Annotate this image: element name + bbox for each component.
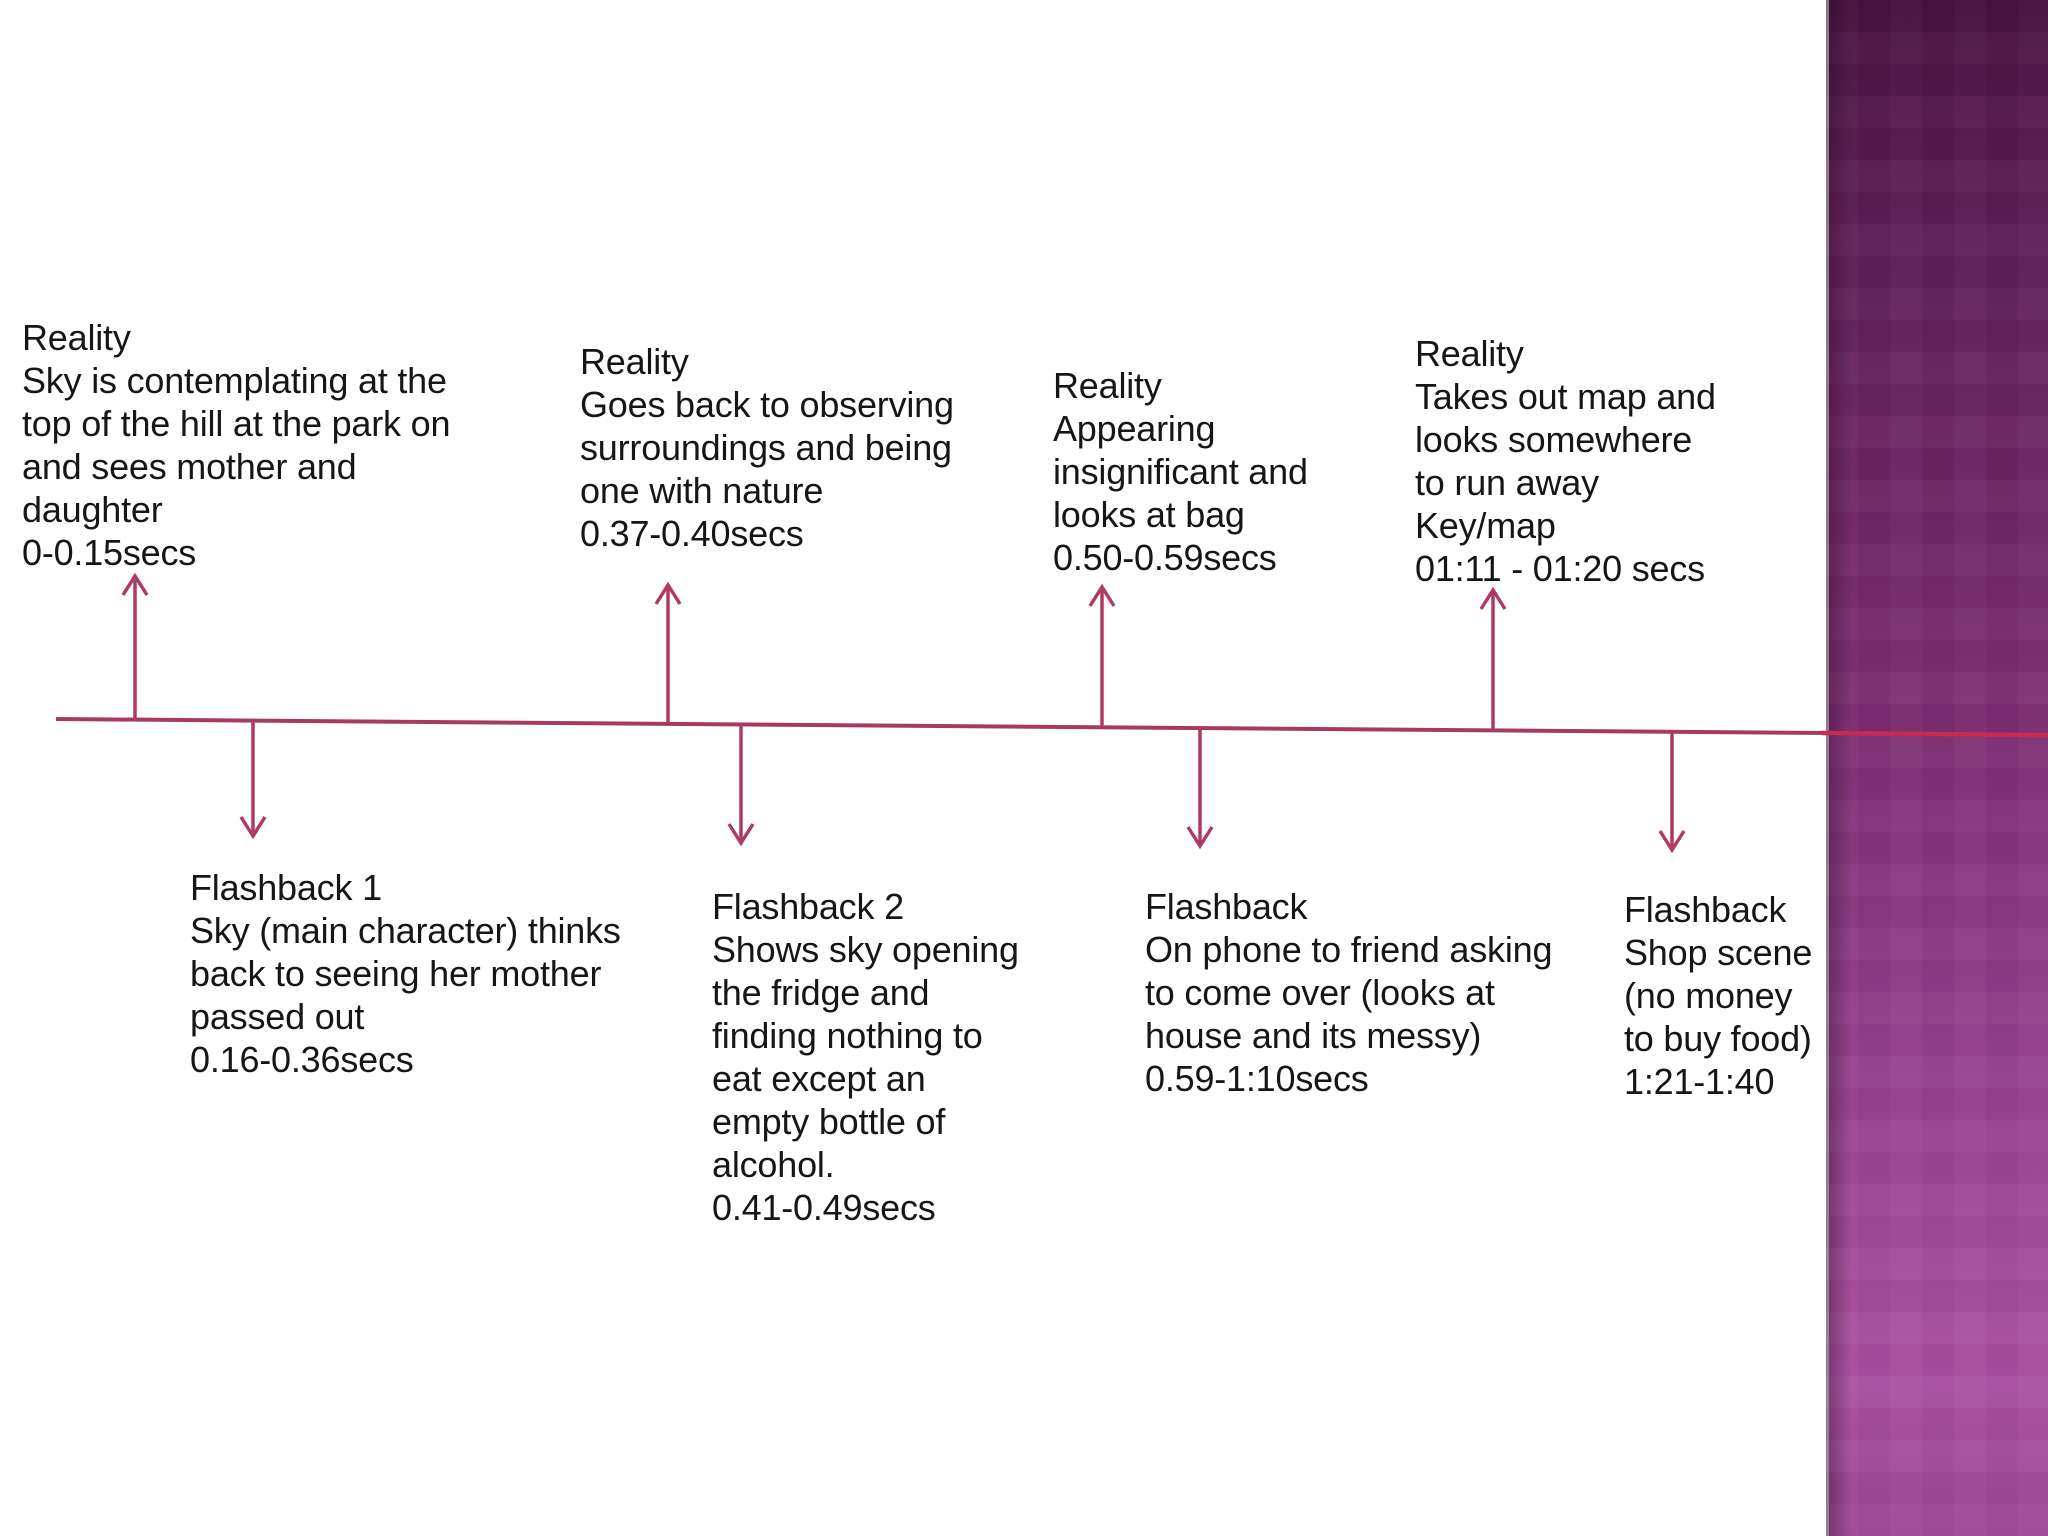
up-arrow-3 bbox=[1088, 583, 1116, 727]
text-line: empty bottle of bbox=[712, 1101, 946, 1142]
up-arrow-2 bbox=[654, 581, 682, 723]
text-line: 0.50-0.59secs bbox=[1053, 537, 1277, 578]
text-line: back to seeing her mother bbox=[190, 953, 602, 994]
up-arrow-1 bbox=[121, 572, 149, 720]
text-line: to run away bbox=[1415, 462, 1599, 503]
text-line: Shop scene bbox=[1624, 932, 1813, 973]
text-line: Reality bbox=[1053, 365, 1162, 406]
gradient-accent-band bbox=[1826, 0, 2048, 1536]
text-line: to come over (looks at bbox=[1145, 972, 1495, 1013]
up-arrow-4 bbox=[1479, 586, 1507, 730]
text-line: Reality bbox=[580, 341, 689, 382]
timeline-arrows bbox=[121, 572, 1686, 854]
text-line: looks at bag bbox=[1053, 494, 1245, 535]
text-line: Flashback 1 bbox=[190, 867, 382, 908]
text-line: the fridge and bbox=[712, 972, 930, 1013]
text-line: 0.59-1:10secs bbox=[1145, 1058, 1369, 1099]
text-line: Shows sky opening bbox=[712, 929, 1019, 970]
text-line: Flashback 2 bbox=[712, 886, 904, 927]
text-line: 0.16-0.36secs bbox=[190, 1039, 414, 1080]
text-line: 0-0.15secs bbox=[22, 532, 197, 573]
text-line: looks somewhere bbox=[1415, 419, 1693, 460]
text-line: 1:21-1:40 bbox=[1624, 1061, 1775, 1102]
text-line: Reality bbox=[22, 317, 131, 358]
text-line: passed out bbox=[190, 996, 365, 1037]
text-line: daughter bbox=[22, 489, 163, 530]
down-arrow-1 bbox=[239, 721, 267, 840]
down-arrow-2 bbox=[727, 725, 755, 847]
text-line: and sees mother and bbox=[22, 446, 357, 487]
text-line: Sky is contemplating at the bbox=[22, 360, 447, 401]
text-line: Reality bbox=[1415, 333, 1524, 374]
text-line: one with nature bbox=[580, 470, 824, 511]
text-line: 0.41-0.49secs bbox=[712, 1187, 936, 1228]
text-line: 0.37-0.40secs bbox=[580, 513, 804, 554]
text-line: Takes out map and bbox=[1415, 376, 1716, 417]
text-line: top of the hill at the park on bbox=[22, 403, 451, 444]
text-line: Appearing bbox=[1053, 408, 1216, 449]
down-arrow-4 bbox=[1658, 733, 1686, 854]
text-line: On phone to friend asking bbox=[1145, 929, 1553, 970]
text-line: (no money bbox=[1624, 975, 1793, 1016]
text-line: eat except an bbox=[712, 1058, 926, 1099]
text-line: Flashback bbox=[1624, 889, 1787, 930]
text-line: Sky (main character) thinks bbox=[190, 910, 621, 951]
text-line: Goes back to observing bbox=[580, 384, 954, 425]
text-line: Key/map bbox=[1415, 505, 1556, 546]
text-line: to buy food) bbox=[1624, 1018, 1812, 1059]
text-line: insignificant and bbox=[1053, 451, 1308, 492]
text-line: 01:11 - 01:20 secs bbox=[1415, 548, 1705, 589]
timeline-line bbox=[55, 717, 1831, 735]
text-line: Flashback bbox=[1145, 886, 1308, 927]
text-line: alcohol. bbox=[712, 1144, 835, 1185]
text-line: finding nothing to bbox=[712, 1015, 983, 1056]
text-line: surroundings and being bbox=[580, 427, 952, 468]
down-arrow-3 bbox=[1186, 727, 1214, 850]
text-line: house and its messy) bbox=[1145, 1015, 1482, 1056]
